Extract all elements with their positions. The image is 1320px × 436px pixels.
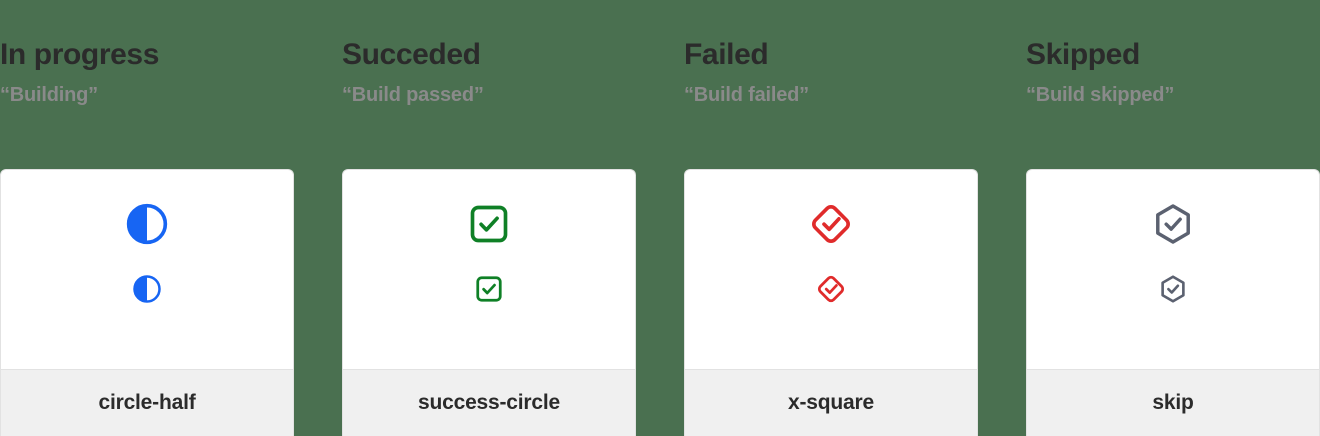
icon-card[interactable]: x-square [684,169,978,436]
success-circle-icon-small [474,246,504,304]
icon-name-label: circle-half [98,391,196,414]
status-subtitle: “Build failed” [684,83,809,106]
success-circle-icon [467,202,511,246]
status-column-skipped: Skipped “Build skipped” skip [1026,0,1320,436]
icon-card-body [1027,170,1319,369]
status-title: In progress [0,38,159,71]
icon-card-body [343,170,635,369]
icon-card[interactable]: success-circle [342,169,636,436]
status-title: Succeded [342,38,481,71]
icon-card-footer: skip [1027,369,1319,436]
icon-name-label: skip [1152,391,1194,414]
skip-icon [1151,202,1195,246]
icon-card-body [1,170,293,369]
status-subtitle: “Build passed” [342,83,484,106]
icon-name-label: success-circle [418,391,560,414]
icon-card-footer: success-circle [343,369,635,436]
status-title: Skipped [1026,38,1140,71]
status-column-failed: Failed “Build failed” [684,0,978,436]
icon-card-body [685,170,977,369]
status-column-in-progress: In progress “Building” circle- [0,0,294,436]
icon-card[interactable]: circle-half [0,169,294,436]
status-subtitle: “Building” [0,83,98,106]
status-column-succeded: Succeded “Build passed” succes [342,0,636,436]
icon-card-footer: x-square [685,369,977,436]
circle-half-icon-small [132,246,162,304]
circle-half-icon [125,202,169,246]
icon-card-footer: circle-half [1,369,293,436]
icon-name-label: x-square [788,391,874,414]
status-subtitle: “Build skipped” [1026,83,1175,106]
x-square-icon-small [816,246,846,304]
skip-icon-small [1158,246,1188,304]
status-title: Failed [684,38,769,71]
x-square-icon [809,202,853,246]
icon-card[interactable]: skip [1026,169,1320,436]
